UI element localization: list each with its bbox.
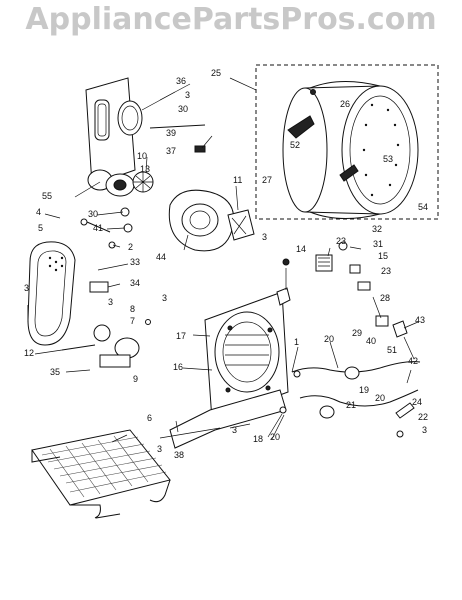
callout-9: 9	[133, 374, 138, 384]
callout-28: 28	[380, 293, 390, 303]
callout-25: 25	[211, 68, 221, 78]
callout-20: 20	[324, 334, 334, 344]
callout-11: 11	[233, 175, 242, 185]
callout-10: 10	[137, 151, 147, 161]
callout-31: 31	[373, 239, 383, 249]
callout-1: 1	[294, 337, 299, 347]
callout-6: 6	[147, 413, 152, 423]
callout-41: 41	[93, 223, 103, 233]
drive-belt	[27, 241, 76, 346]
callout-38: 38	[174, 450, 184, 460]
callout-32: 32	[372, 224, 382, 234]
callout-14: 14	[296, 244, 306, 254]
callout-3-g: 3	[262, 232, 267, 242]
drying-rack	[31, 429, 171, 519]
callout-22: 22	[418, 412, 428, 422]
callout-7: 7	[130, 316, 135, 326]
callout-23: 23	[336, 236, 346, 246]
callout-30: 30	[178, 104, 188, 114]
callout-35: 35	[50, 367, 60, 377]
callout-34: 34	[130, 278, 140, 288]
callout-42: 42	[408, 356, 418, 366]
callout-3-c: 3	[108, 297, 113, 307]
watermark-text: AppliancePartsPros.com	[25, 2, 437, 37]
drum	[282, 80, 419, 220]
callout-19: 19	[359, 385, 369, 395]
callout-15: 15	[378, 251, 388, 261]
callout-44: 44	[156, 252, 166, 262]
callout-3-d: 3	[162, 293, 167, 303]
blower-assembly	[87, 169, 255, 252]
callout-33: 33	[130, 257, 140, 267]
callout-53: 53	[383, 154, 393, 164]
callout-29: 29	[352, 328, 362, 338]
callout-37: 37	[166, 146, 176, 156]
callout-12: 12	[24, 348, 34, 358]
callout-43: 43	[415, 315, 425, 325]
callout-18: 18	[253, 434, 263, 444]
front-frame	[204, 268, 291, 421]
callout-3-h: 3	[422, 425, 427, 435]
callout-55: 55	[42, 191, 52, 201]
callout-3-e: 3	[157, 444, 162, 454]
callout-5: 5	[38, 223, 43, 233]
callout-4: 4	[36, 207, 41, 217]
callout-21: 21	[346, 400, 356, 410]
callout-36: 36	[176, 76, 186, 86]
callout-3: 3	[185, 90, 190, 100]
callout-54: 54	[418, 202, 428, 212]
callout-24: 24	[412, 397, 422, 407]
callout-27: 27	[262, 175, 272, 185]
heater-parts	[282, 241, 371, 291]
wiring-parts	[279, 315, 421, 438]
callout-40: 40	[366, 336, 376, 346]
callout-23-b: 23	[381, 266, 391, 276]
callout-3-f: 3	[232, 425, 237, 435]
callout-17: 17	[176, 331, 186, 341]
callout-20-b: 20	[375, 393, 385, 403]
callout-13: 13	[140, 164, 150, 174]
motor-parts	[27, 281, 151, 368]
callout-2: 2	[128, 242, 133, 252]
callout-labels: 36 3 30 39 10 37 13 55 4 30 41 2 5 11 44…	[24, 68, 428, 460]
callout-16: 16	[173, 362, 183, 372]
callout-52: 52	[290, 140, 300, 150]
callout-51: 51	[387, 345, 397, 355]
leader-lines	[34, 83, 419, 443]
callout-3-b: 3	[24, 283, 29, 293]
callout-8: 8	[130, 304, 135, 314]
callout-39: 39	[166, 128, 176, 138]
rear-bulkhead	[85, 77, 176, 186]
callout-20-c: 20	[270, 432, 280, 442]
callout-30-b: 30	[88, 209, 98, 219]
small-parts-left	[80, 124, 206, 249]
callout-26: 26	[340, 99, 350, 109]
